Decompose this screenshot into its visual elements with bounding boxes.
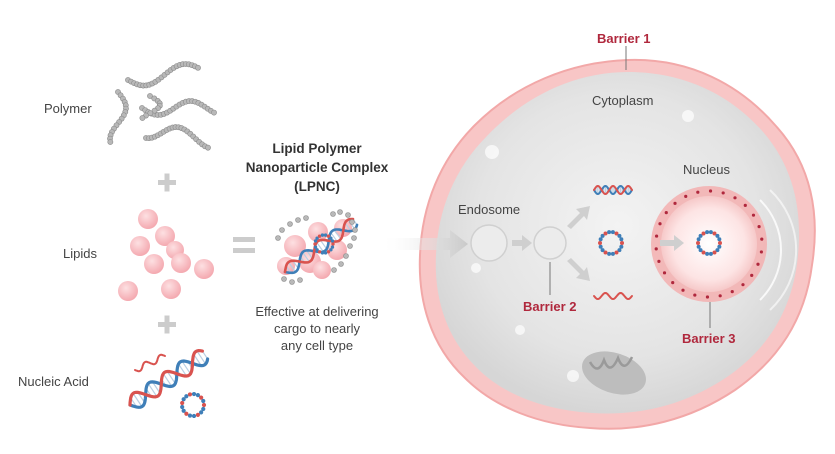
cytoplasm-vesicles bbox=[471, 110, 694, 382]
lipids-label: Lipids bbox=[63, 246, 97, 261]
lipid-spheres-icon bbox=[118, 209, 214, 301]
rna-helix-icon bbox=[134, 353, 166, 373]
nucleus bbox=[651, 186, 798, 311]
plus-icon bbox=[158, 173, 176, 192]
entry-arrow bbox=[380, 230, 468, 258]
lpnc-title: Lipid Polymer Nanoparticle Complex (LPNC… bbox=[232, 139, 402, 196]
plus-icon bbox=[158, 315, 176, 334]
plasmid-icon bbox=[696, 230, 722, 256]
desc-line1: Effective at delivering bbox=[255, 304, 379, 319]
nuclear-pores bbox=[654, 189, 764, 299]
nucleus-label: Nucleus bbox=[683, 162, 730, 177]
cell-membrane bbox=[418, 58, 816, 430]
lpnc-title-line1: Lipid Polymer bbox=[272, 141, 362, 156]
rna-strand-icon bbox=[593, 291, 633, 301]
plasmid-icon bbox=[598, 230, 624, 256]
trafficking-arrows bbox=[512, 206, 684, 281]
dna-strand-icon bbox=[593, 184, 633, 196]
dna-helix-icon bbox=[128, 348, 210, 409]
nucleic-acid-label: Nucleic Acid bbox=[18, 374, 89, 389]
lpnc-title-line3: (LPNC) bbox=[294, 179, 340, 194]
plasmid-icon bbox=[313, 233, 335, 255]
lpnc-title-line2: Nanoparticle Complex bbox=[245, 160, 389, 175]
barrier2-label: Barrier 2 bbox=[523, 299, 577, 314]
barrier3-label: Barrier 3 bbox=[682, 331, 736, 346]
mitochondrion-icon bbox=[582, 351, 646, 395]
polymer-label: Polymer bbox=[44, 101, 92, 116]
equals-icon bbox=[233, 237, 255, 253]
plasmid-icon bbox=[180, 391, 207, 419]
endosome bbox=[470, 224, 508, 262]
polymer-chains-icon bbox=[107, 61, 217, 151]
lpnc-complex-icon bbox=[275, 209, 359, 285]
lpnc-description: Effective at delivering cargo to nearly … bbox=[236, 303, 398, 354]
desc-line3: any cell type bbox=[280, 338, 354, 353]
endosome-label: Endosome bbox=[458, 202, 521, 217]
cytoplasm-label: Cytoplasm bbox=[592, 93, 654, 108]
endosome-2 bbox=[533, 226, 567, 260]
barrier1-label: Barrier 1 bbox=[597, 31, 651, 46]
desc-line2: cargo to nearly bbox=[274, 321, 360, 336]
